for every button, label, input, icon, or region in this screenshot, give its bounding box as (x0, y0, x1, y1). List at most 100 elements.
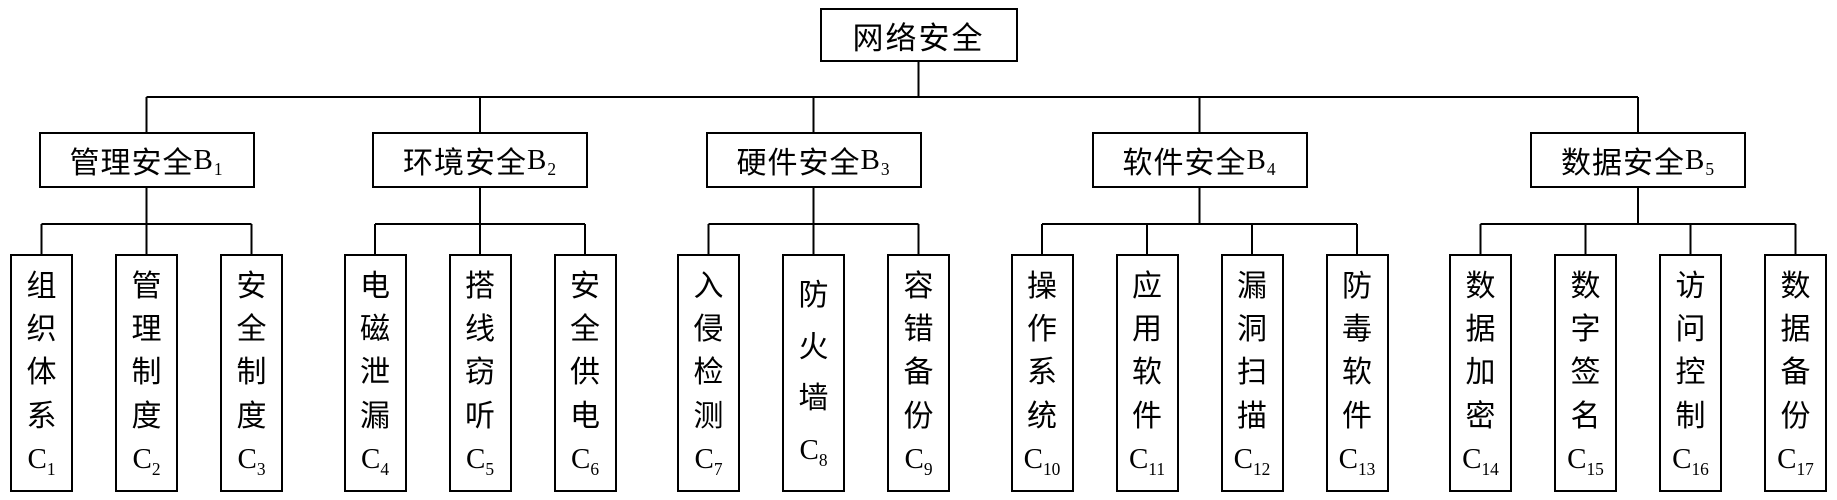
code-letter: B (193, 143, 214, 176)
leaf-label-char: 电 (570, 399, 600, 433)
code-letter: C (27, 442, 47, 475)
leaf-label-char: 线 (465, 313, 495, 347)
leaf-label-char: 据 (1465, 313, 1496, 347)
root-node: 网络安全 (819, 8, 1018, 62)
leaf-label-char: 件 (1132, 399, 1162, 433)
code-subscript: 17 (1796, 458, 1814, 479)
code-subscript: 14 (1481, 458, 1499, 479)
leaf-label-char: 全 (236, 313, 267, 347)
leaf-label-char: 加 (1465, 356, 1496, 390)
leaf-label-char: 体 (26, 356, 57, 390)
leaf-label-char: 软 (1342, 356, 1372, 390)
code-letter: B (1684, 143, 1706, 176)
leaf-label-char: 控 (1675, 356, 1706, 390)
leaf-label-char: 安 (570, 270, 600, 304)
code-subscript: 2 (547, 159, 558, 180)
code-letter: C (1462, 442, 1482, 475)
leaf-label-char: 泄 (360, 356, 390, 390)
leaf-label-char: 磁 (360, 313, 390, 347)
leaf-label-char: 数 (1465, 270, 1496, 304)
branch-label: 数据安全 (1560, 147, 1685, 180)
code-letter: C (360, 442, 381, 475)
leaf-label-char: 火 (798, 330, 829, 364)
leaf-label-char: 份 (1780, 399, 1811, 433)
leaf-label-char: 备 (903, 356, 934, 390)
code-subscript: 12 (1252, 458, 1271, 479)
leaf-label-char: 错 (903, 313, 934, 347)
code-letter: C (799, 434, 819, 467)
leaf-label-char: 织 (26, 313, 57, 347)
leaf-label-char: 搭 (465, 270, 495, 304)
code-letter: C (1023, 442, 1043, 475)
code-subscript: 10 (1042, 458, 1061, 479)
leaf-label-char: 系 (26, 399, 57, 433)
leaf-label-char: 墙 (798, 382, 829, 416)
leaf-label-char: 备 (1780, 356, 1811, 390)
code-letter: C (132, 442, 152, 475)
code-subscript: 2 (151, 458, 161, 479)
leaf-label-char: 漏 (1237, 270, 1267, 304)
leaf-label-char: 理 (131, 313, 162, 347)
leaf-label-char: 制 (131, 356, 162, 390)
code-subscript: 5 (485, 458, 495, 479)
leaf-label-char: 全 (570, 313, 600, 347)
branch-label: 管理安全 (69, 147, 194, 180)
leaf-label-char: 问 (1675, 313, 1706, 347)
leaf-label-char: 操 (1027, 270, 1057, 304)
code-subscript: 4 (1266, 159, 1277, 180)
leaf-label-char: 窃 (465, 356, 495, 390)
code-subscript: 6 (590, 458, 600, 479)
branch-label: 硬件安全 (736, 147, 861, 180)
leaf-label-char: 制 (236, 356, 267, 390)
leaf-label-char: 防 (798, 278, 829, 312)
code-subscript: 3 (256, 458, 266, 479)
leaf-label-char: 签 (1570, 356, 1601, 390)
leaf-label-char: 听 (465, 399, 495, 433)
code-letter: C (1777, 442, 1797, 475)
code-subscript: 15 (1586, 458, 1604, 479)
code-subscript: 13 (1357, 458, 1376, 479)
leaf-label-char: 系 (1027, 356, 1057, 390)
code-letter: C (465, 442, 486, 475)
code-letter: C (570, 442, 591, 475)
code-subscript: 1 (213, 159, 224, 180)
leaf-label-char: 数 (1780, 270, 1811, 304)
code-letter: B (526, 143, 548, 176)
leaf-label-char: 用 (1132, 313, 1162, 347)
leaf-label-char: 应 (1132, 270, 1162, 304)
code-letter: C (904, 442, 924, 475)
